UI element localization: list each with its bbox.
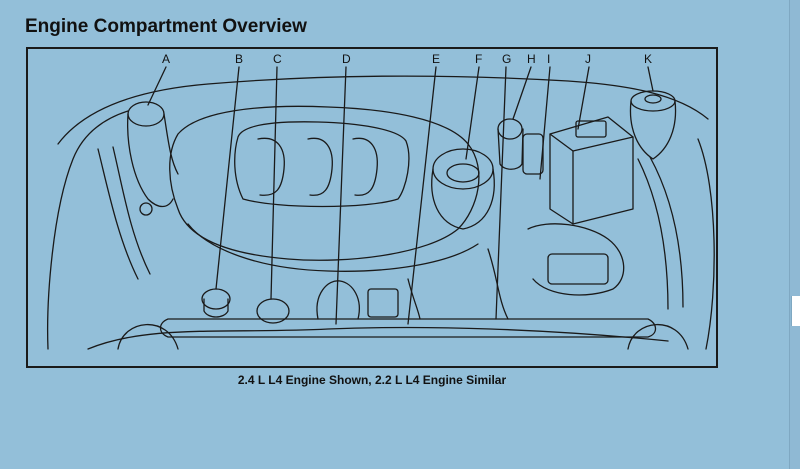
callout-j: J [585,52,591,66]
engine-illustration-frame: A B C D E F G H I J K [26,47,718,368]
callout-a: A [162,52,170,66]
callout-f: F [475,52,482,66]
engine-compartment-illustration: A B C D E F G H I J K [47,52,715,350]
scrollbar-track[interactable] [789,0,800,469]
page-title: Engine Compartment Overview [25,16,307,37]
callout-i: I [547,52,550,66]
callout-e: E [432,52,440,66]
callout-g: G [502,52,511,66]
scrollbar-thumb[interactable] [791,296,800,326]
callout-b: B [235,52,243,66]
callout-k: K [644,52,652,66]
callout-h: H [527,52,536,66]
callout-labels: A B C D E F G H I J K [162,52,652,66]
callout-c: C [273,52,282,66]
callout-d: D [342,52,351,66]
figure-caption: 2.4 L L4 Engine Shown, 2.2 L L4 Engine S… [237,373,507,387]
